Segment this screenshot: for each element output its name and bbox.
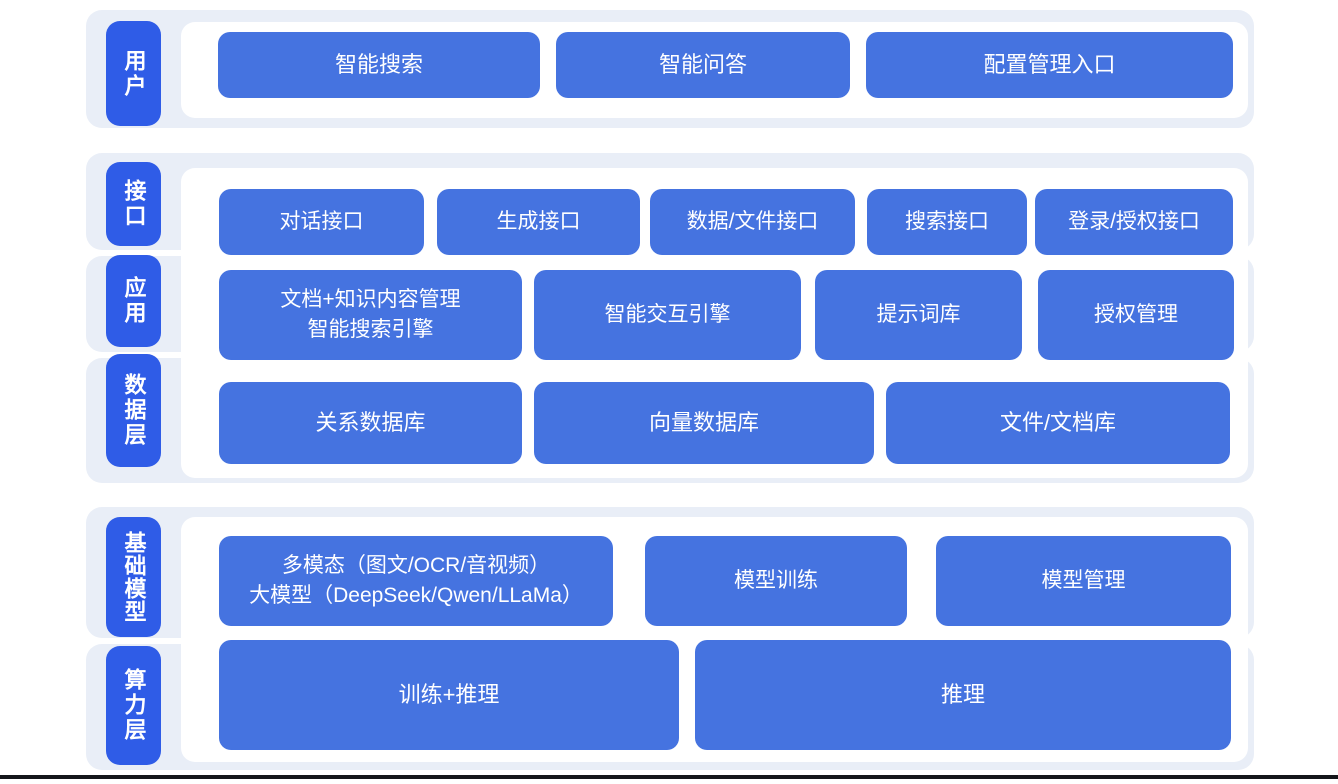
layer-pill-user: 用户: [106, 21, 161, 126]
node-config-management-entry: 配置管理入口: [866, 32, 1233, 98]
node-relational-db: 关系数据库: [219, 382, 522, 464]
node-auth-management: 授权管理: [1038, 270, 1234, 360]
layer-pill-data: 数据层: [106, 354, 161, 467]
node-prompt-library: 提示词库: [815, 270, 1022, 360]
node-smart-search: 智能搜索: [218, 32, 540, 98]
layer-pill-interface-label: 接口: [121, 179, 147, 229]
layer-pill-application-label: 应用: [121, 276, 147, 326]
node-search-api: 搜索接口: [867, 189, 1027, 255]
layer-pill-foundation-model-label: 基础模型: [121, 531, 147, 623]
node-multimodal-llm: 多模态（图文/OCR/音视频） 大模型（DeepSeek/Qwen/LLaMa）: [219, 536, 613, 626]
bottom-rule: [0, 775, 1338, 779]
node-dialog-api: 对话接口: [219, 189, 424, 255]
node-file-document-store: 文件/文档库: [886, 382, 1230, 464]
layer-pill-application: 应用: [106, 255, 161, 347]
node-generation-api: 生成接口: [437, 189, 640, 255]
node-model-training: 模型训练: [645, 536, 907, 626]
layer-pill-foundation-model: 基础模型: [106, 517, 161, 637]
layer-pill-user-label: 用户: [121, 48, 147, 99]
layer-pill-compute-label: 算力层: [121, 668, 147, 743]
node-training-inference: 训练+推理: [219, 640, 679, 750]
node-vector-db: 向量数据库: [534, 382, 874, 464]
node-model-management: 模型管理: [936, 536, 1231, 626]
node-smart-interaction-engine: 智能交互引擎: [534, 270, 801, 360]
node-login-auth-api: 登录/授权接口: [1035, 189, 1233, 255]
layer-pill-compute: 算力层: [106, 646, 161, 765]
node-smart-qa: 智能问答: [556, 32, 850, 98]
layer-pill-data-label: 数据层: [121, 373, 147, 448]
layer-pill-interface: 接口: [106, 162, 161, 246]
node-doc-knowledge-search-engine: 文档+知识内容管理 智能搜索引擎: [219, 270, 522, 360]
node-data-file-api: 数据/文件接口: [650, 189, 855, 255]
node-inference: 推理: [695, 640, 1231, 750]
